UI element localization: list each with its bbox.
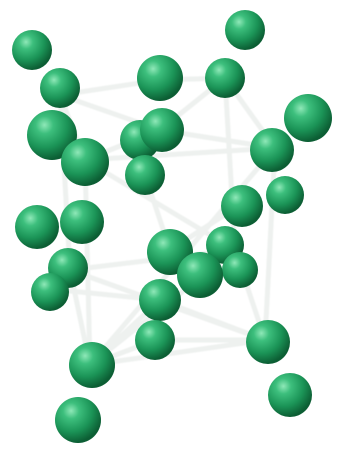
atom <box>225 10 265 50</box>
atom <box>266 176 304 214</box>
atom <box>139 279 181 321</box>
atom <box>222 252 258 288</box>
bond <box>265 148 275 340</box>
atom <box>140 108 184 152</box>
atom <box>135 320 175 360</box>
atom <box>221 185 263 227</box>
atom <box>177 252 223 298</box>
atom <box>40 68 80 108</box>
atom <box>60 200 104 244</box>
atom <box>61 138 109 186</box>
atom <box>205 58 245 98</box>
atom <box>12 30 52 70</box>
atom <box>15 205 59 249</box>
atom <box>284 94 332 142</box>
atom-group <box>12 10 332 443</box>
atom <box>31 273 69 311</box>
atom <box>268 373 312 417</box>
atom <box>250 128 294 172</box>
atom <box>69 342 115 388</box>
atom <box>246 320 290 364</box>
atom <box>125 155 165 195</box>
atom <box>137 55 183 101</box>
atom <box>55 397 101 443</box>
